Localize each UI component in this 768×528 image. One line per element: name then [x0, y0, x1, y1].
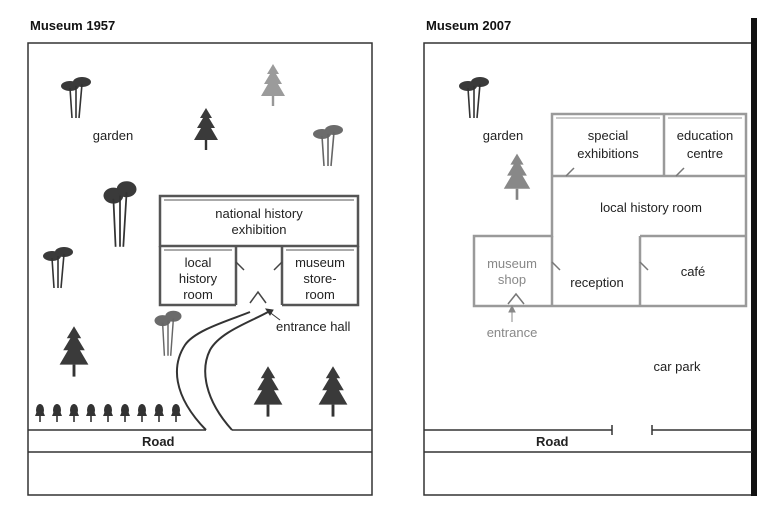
- garden-label-2007: garden: [483, 128, 523, 143]
- museum-shop-label-2: shop: [498, 272, 526, 287]
- museum-building-2007: [472, 112, 748, 308]
- education-centre-label-1: education: [677, 128, 733, 143]
- garden-label-1957: garden: [93, 128, 133, 143]
- store-room-label-2: store-: [303, 271, 336, 286]
- special-exhibitions-label-2: exhibitions: [577, 146, 639, 161]
- tree-icon: [194, 108, 218, 150]
- tree-icon: [458, 76, 490, 119]
- education-centre-label-2: centre: [687, 146, 723, 161]
- tree-row: [35, 404, 181, 422]
- tree-icon: [503, 153, 531, 200]
- tree-icon: [253, 366, 283, 417]
- special-exhibitions-label-1: special: [588, 128, 629, 143]
- tree-icon: [102, 179, 138, 249]
- car-park-label: car park: [654, 359, 701, 374]
- local-history-label-1: local: [185, 255, 212, 270]
- door-icon: [507, 167, 685, 305]
- entrance-hall-label: entrance hall: [276, 319, 351, 334]
- road-label-1957: Road: [142, 434, 175, 449]
- map-title-2007: Museum 2007: [426, 18, 511, 33]
- museum-shop-label-1: museum: [487, 256, 537, 271]
- local-history-label-2: history: [179, 271, 218, 286]
- road-2007: [424, 425, 752, 453]
- map-2007: Museum 2007 garden special exhibitions e…: [423, 18, 757, 496]
- access-path-1957: [175, 311, 269, 431]
- local-history-room-label: local history room: [600, 200, 702, 215]
- store-room-label-3: room: [305, 287, 335, 302]
- entrance-arrow: [508, 304, 516, 322]
- road-label-2007: Road: [536, 434, 569, 449]
- tree-icon: [60, 76, 92, 119]
- road-1957: [28, 429, 372, 453]
- reception-label: reception: [570, 275, 623, 290]
- tree-icon: [153, 309, 183, 357]
- local-history-label-3: room: [183, 287, 213, 302]
- map-1957: Museum 1957 garden: [27, 18, 373, 496]
- entrance-label: entrance: [487, 325, 538, 340]
- tree-icon: [59, 326, 89, 377]
- museum-building-1957: [158, 194, 360, 307]
- national-history-label-1: national history: [215, 206, 303, 221]
- store-room-label-1: museum: [295, 255, 345, 270]
- map-title-1957: Museum 1957: [30, 18, 115, 33]
- tree-icon: [42, 246, 74, 289]
- tree-icon: [312, 124, 344, 167]
- national-history-label-2: exhibition: [232, 222, 287, 237]
- page-edge: [751, 18, 757, 496]
- tree-icon: [261, 64, 285, 106]
- map-frame-1957: [27, 42, 373, 496]
- tree-icon: [318, 366, 348, 417]
- cafe-label: café: [681, 264, 706, 279]
- door-icon: [235, 261, 283, 304]
